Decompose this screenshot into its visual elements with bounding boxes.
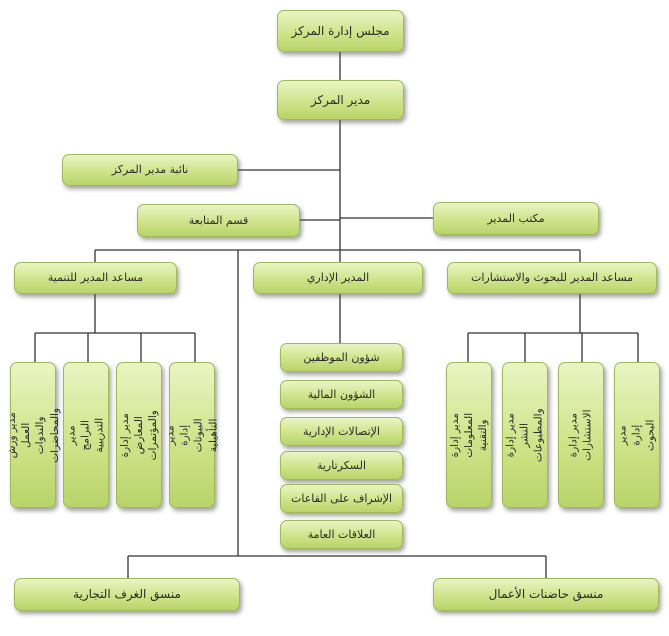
board-box: مجلس إدارة المركز	[277, 10, 404, 52]
dev-unit-4-label: مدير إدارة البيوتات التأهيلية	[164, 418, 220, 452]
dev-unit-1-label: مدير ورش العمل والندوات والمحاضرات	[5, 407, 61, 463]
admin-unit-5: الإشراف على القاعات	[280, 484, 403, 513]
dev-unit-1: مدير ورش العمل والندوات والمحاضرات	[6, 362, 60, 508]
research-unit-3: مدير إدارة الاستشارات	[558, 362, 604, 508]
dev-unit-2-label: مدير البرامج التدريبية	[65, 417, 107, 453]
followup-box: قسم المتابعة	[137, 204, 300, 237]
admin-unit-6: العلاقات العامة	[280, 520, 403, 549]
admin-unit-2: الشؤون المالية	[280, 380, 403, 409]
dev-unit-4: مدير إدارة البيوتات التأهيلية	[165, 362, 219, 508]
research-unit-3-label: مدير إدارة الاستشارات	[567, 409, 594, 461]
admin-director-box: المدير الإداري	[253, 262, 423, 294]
asst-research-box: مساعد المدير للبحوث والاستشارات	[447, 262, 657, 294]
dev-unit-3: مدير إدارة المعارض والمؤتمرات	[116, 362, 162, 508]
dev-unit-3-label: مدير إدارة المعارض والمؤتمرات	[118, 409, 160, 461]
director-box: مدير المركز	[277, 80, 404, 120]
admin-unit-4: السكرتارية	[280, 451, 403, 480]
research-unit-1: مدير إدارة المعلومات والتقنية	[446, 362, 492, 508]
asst-dev-box: مساعد المدير للتنمية	[14, 262, 177, 294]
research-unit-1-label: مدير إدارة المعلومات والتقنية	[448, 412, 490, 458]
dev-unit-2: مدير البرامج التدريبية	[63, 362, 109, 508]
admin-unit-3: الإتصالات الإدارية	[280, 417, 403, 446]
research-unit-4: مدير إدارة البحوث	[614, 362, 660, 508]
office-box: مكتب المدير	[433, 202, 599, 235]
research-unit-2-label: مدير إدارة النشر والمطبوعات	[504, 408, 546, 462]
research-unit-4-label: مدير إدارة البحوث	[616, 419, 658, 451]
research-unit-2: مدير إدارة النشر والمطبوعات	[502, 362, 548, 508]
coord-incubators-box: منسق حاضنات الأعمال	[433, 578, 659, 611]
coord-rooms-box: منسق الغرف التجارية	[14, 578, 240, 611]
deputy-box: نائبة مدير المركز	[62, 154, 238, 186]
admin-unit-1: شؤون الموظفين	[280, 343, 403, 372]
